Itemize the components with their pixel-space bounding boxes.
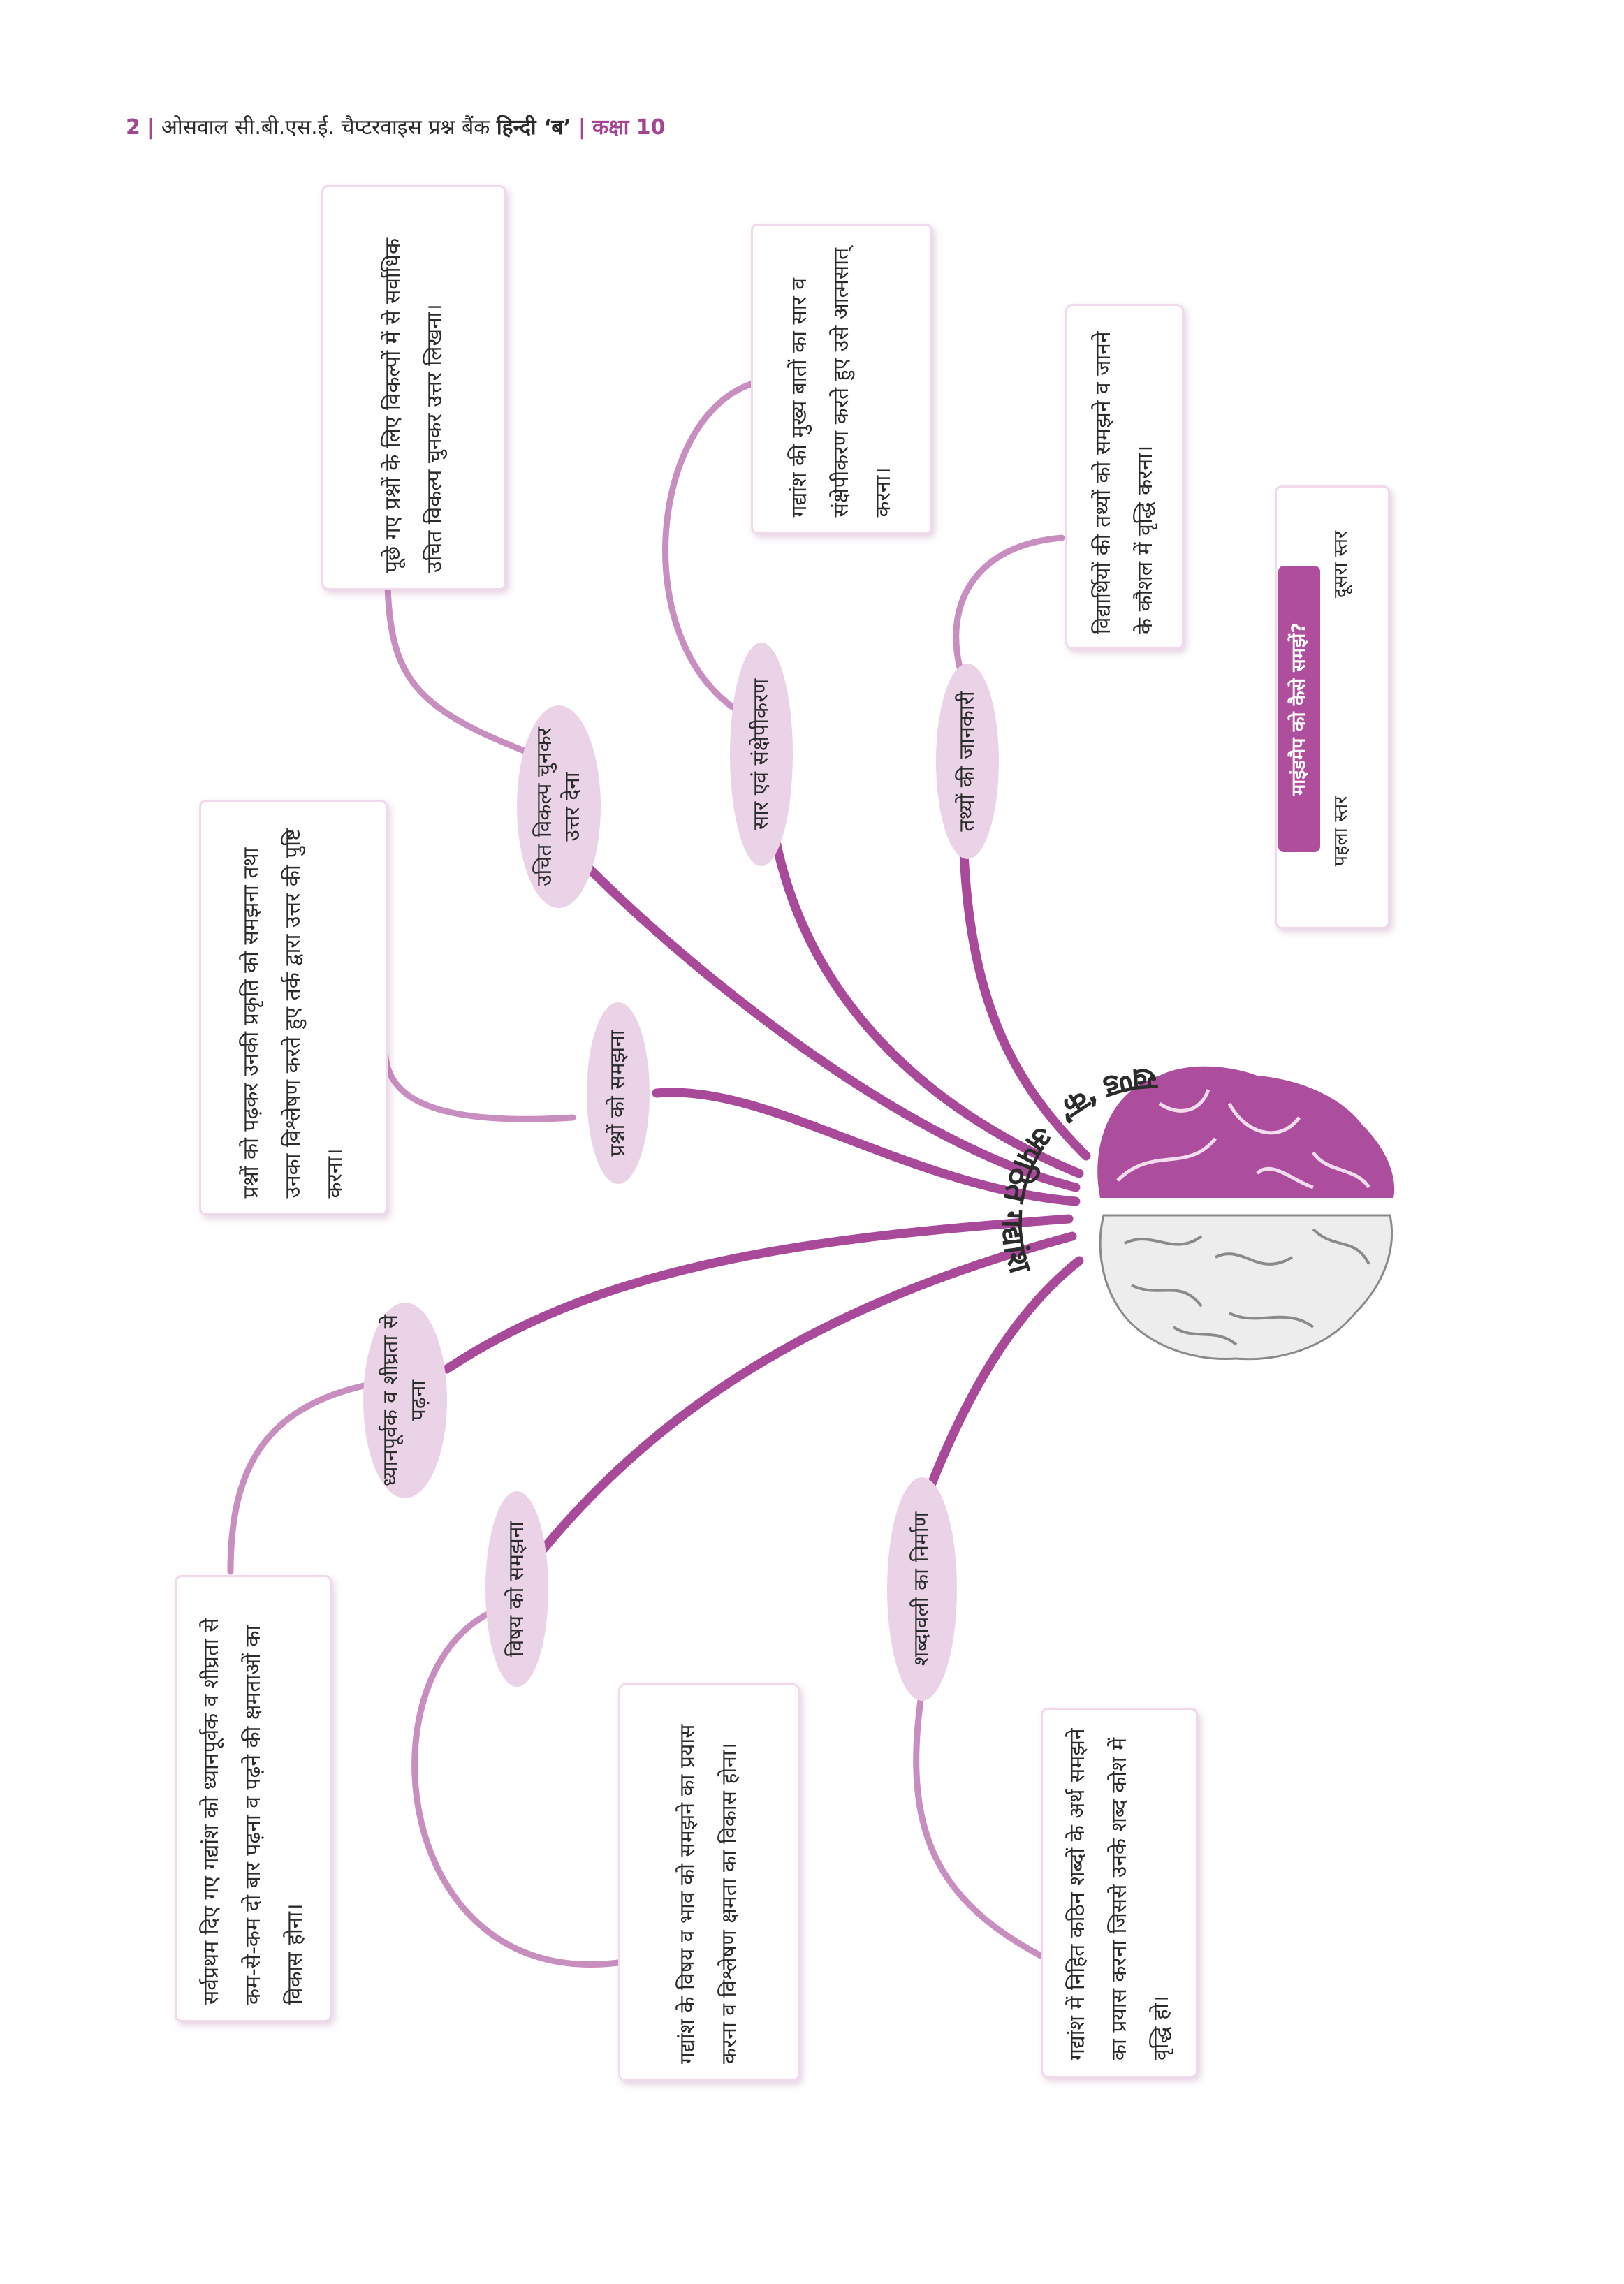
branch-label: तथ्यों की जानकारी <box>936 664 999 859</box>
description-box: पूछे गए प्रश्नों के लिए विकल्पों में से … <box>321 185 506 590</box>
branch-label: विषय को समझना <box>485 1491 548 1687</box>
page-header: 2 | ओसवाल सी.बी.एस.ई. चैप्टरवाइस प्रश्न बै… <box>126 112 666 147</box>
description-box: प्रश्नों को पढ़कर उनकी प्रकृति को समझना … <box>199 800 388 1215</box>
connector-secondary <box>381 1023 576 1122</box>
legend-level1-label: पहला स्तर <box>1330 796 1352 867</box>
description-box: सर्वप्रथम दिए गए गद्यांश को ध्यानपूर्वक … <box>175 1575 332 2022</box>
page-number: 2 <box>126 115 140 140</box>
connector-secondary <box>913 1687 1044 1959</box>
brain-left-half <box>1099 1214 1393 1361</box>
header-separator: | <box>147 115 154 140</box>
legend-title: माइंडमैप को कैसे समझें? <box>1278 566 1320 852</box>
description-box: विद्यार्थियों की तथ्यों को समझने व जानने… <box>1065 304 1184 650</box>
connector-primary <box>526 1231 1077 1569</box>
connector-secondary <box>411 1610 622 1968</box>
branch-label: उचित विकल्प चुनकर उत्तर देना <box>517 705 601 908</box>
connector-primary <box>917 1256 1084 1514</box>
book-title: ओसवाल सी.बी.एस.ई. चैप्टरवाइस प्रश्न बैंक <box>161 115 490 140</box>
class-label: कक्षा 10 <box>592 115 666 140</box>
branch-label: ध्यानपूर्वक व शीघ्रता से पढ़ना <box>363 1303 447 1498</box>
connector-primary <box>652 1088 1081 1206</box>
legend-level2-label: दूसरा स्तर <box>1330 530 1352 598</box>
description-box: गद्यांश के विषय व भाव को समझने का प्रयास… <box>618 1683 800 2081</box>
connector-primary <box>959 847 1091 1161</box>
branch-label: शब्दावली का निर्माण <box>887 1477 957 1701</box>
connector-primary <box>770 833 1084 1178</box>
connector-secondary <box>227 1379 381 1575</box>
connector-secondary <box>662 381 754 716</box>
connector-secondary <box>384 583 555 765</box>
description-box: गद्यांश में निहित कठिन शब्दों के अर्थ सम… <box>1041 1708 1198 2078</box>
subject-title: हिन्दी ‘ब’ <box>496 115 571 140</box>
connector-primary <box>442 1214 1074 1374</box>
connector-secondary <box>953 534 1065 674</box>
brain-right-half <box>1097 1066 1395 1198</box>
header-separator: | <box>578 115 586 140</box>
branch-label: प्रश्नों को समझना <box>587 1002 650 1184</box>
description-box: गद्यांश की मुख्य बातों का सार व संक्षेपी… <box>751 224 932 534</box>
branch-label: सार एवं संक्षेपीकरण <box>730 643 793 866</box>
brain-icon <box>1097 1066 1395 1361</box>
connector-primary <box>582 861 1081 1192</box>
